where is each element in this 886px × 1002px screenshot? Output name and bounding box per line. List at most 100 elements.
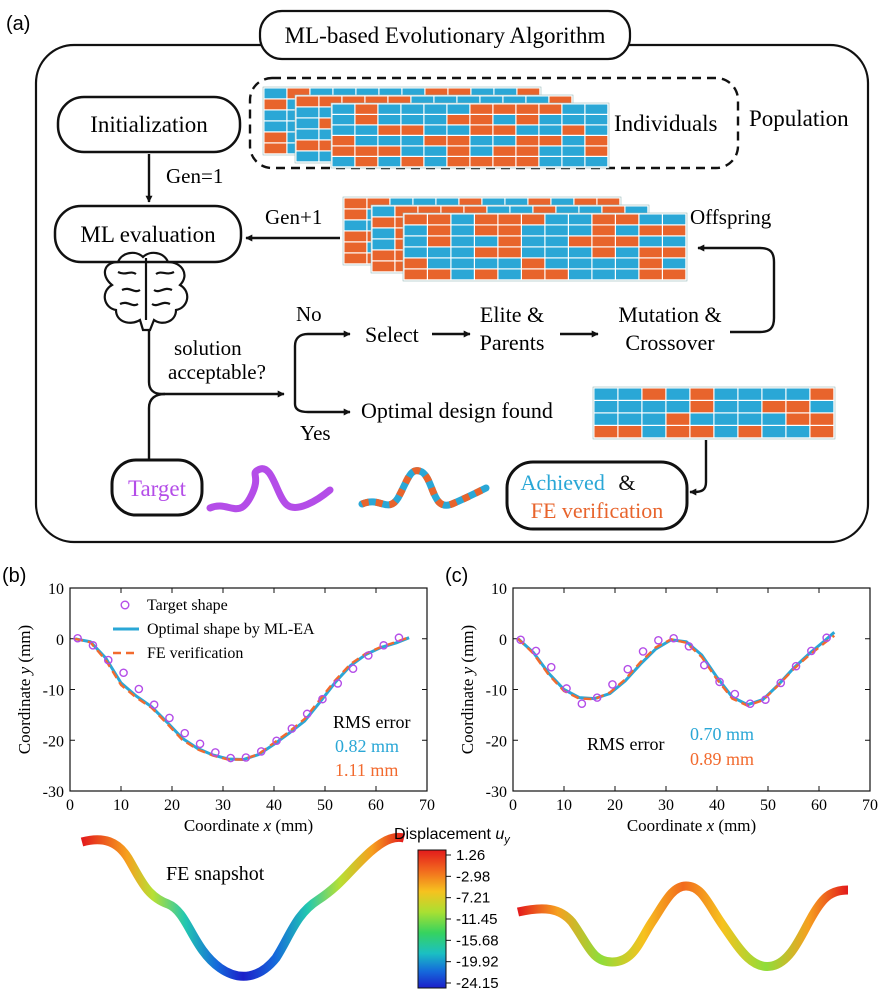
population-grid-1-tile	[402, 88, 425, 99]
offspring-grid-3-tile	[522, 247, 545, 258]
y-tick-label: 0	[499, 632, 507, 649]
individuals-label: Individuals	[614, 111, 718, 136]
colorbar-tick-label: -24.15	[456, 975, 499, 992]
offspring-grid-3-tile	[569, 247, 592, 258]
target-point	[807, 646, 816, 656]
population-grid-3-tile	[401, 104, 424, 114]
population-grid-3-tile	[424, 115, 447, 125]
population-grid-2-tile	[319, 118, 342, 129]
target-point	[791, 661, 801, 671]
y-tick-label: -10	[486, 683, 507, 700]
population-grid-3-tile	[470, 146, 493, 156]
optimal-design-grid-tile	[642, 401, 666, 413]
achieved-amp: &	[618, 470, 635, 495]
x-axis-label: Coordinate x (mm)	[184, 816, 313, 835]
offspring-grid-3-tile	[451, 258, 474, 269]
target-point	[364, 651, 373, 660]
population-grid-3-tile	[493, 157, 516, 167]
colorbar-tick-label: 1.26	[456, 847, 485, 864]
population-grid-1-tile	[264, 88, 287, 99]
target-label: Target	[128, 476, 187, 501]
solution-line2: acceptable?	[168, 360, 266, 384]
offspring-grid-2-tile	[487, 206, 510, 217]
offspring-grid-2-tile	[602, 206, 625, 217]
optimal-design-grid-tile	[666, 413, 690, 425]
optimal-design-grid-tile	[642, 426, 666, 438]
offspring-grid-3-tile	[522, 214, 545, 225]
target-point	[256, 747, 266, 756]
population-grid-2-tile	[503, 96, 526, 107]
optimal-design-grid-tile	[714, 401, 738, 413]
offspring-grid-3-tile	[663, 258, 686, 269]
x-tick-label: 30	[658, 797, 674, 814]
offspring-grid-2-tile	[556, 206, 579, 217]
target-point	[531, 646, 541, 656]
offspring-grid-3-tile	[475, 214, 498, 225]
population-grid-3-tile	[539, 157, 562, 167]
population-grid-3-tile	[332, 136, 355, 146]
population-grid-3-tile	[585, 115, 608, 125]
y-tick-label: -30	[486, 784, 507, 801]
offspring-grid-1-tile	[344, 209, 367, 220]
offspring-grid-1-tile	[505, 198, 528, 209]
population-grid-3-tile	[332, 125, 355, 135]
y-tick-label: 10	[48, 581, 64, 598]
optimal-design-grid-tile	[642, 413, 666, 425]
panel-label: (b)	[2, 565, 26, 587]
target-point	[592, 693, 602, 702]
offspring-label: Offspring	[690, 205, 772, 229]
colorbar-tick-label: -19.92	[456, 954, 499, 971]
offspring-grid-3-tile	[592, 269, 615, 280]
offspring-grid-3-tile	[475, 236, 498, 247]
optimal-design-grid-tile	[786, 401, 810, 413]
offspring-grid-3-tile	[475, 225, 498, 236]
population-grid-1-tile	[264, 132, 287, 143]
population-grid-3-tile	[355, 136, 378, 146]
population-grid-2-tile	[319, 140, 342, 151]
offspring-grid-3-tile	[428, 225, 451, 236]
y-axis-label: Coordinate y (mm)	[15, 625, 34, 754]
rms-label: RMS error	[587, 734, 665, 754]
colorbar-title: Displacement uy	[394, 826, 511, 846]
population-label: Population	[749, 106, 849, 131]
population-grid-1-tile	[287, 88, 310, 99]
population-grid-3-tile	[470, 125, 493, 135]
offspring-grid-3-tile	[498, 214, 521, 225]
population-grid-1-tile	[448, 88, 471, 99]
population-grid-3-tile	[355, 157, 378, 167]
optimal-design-grid-tile	[714, 426, 738, 438]
target-point	[745, 699, 755, 709]
x-tick-label: 50	[760, 797, 776, 814]
optimal-design-grid-tile	[594, 426, 618, 438]
population-grid-3-tile	[562, 157, 585, 167]
target-point	[394, 633, 404, 643]
x-axis-label-var: x	[263, 816, 272, 835]
population-grid-3-tile	[355, 104, 378, 114]
offspring-grid-1-tile	[367, 198, 390, 209]
target-point	[287, 724, 297, 733]
y-axis-label-var: y	[15, 666, 34, 676]
arrow-grid-to-achieved	[689, 440, 708, 496]
population-grid-3-tile	[447, 136, 470, 146]
optimal-design-grid-tile	[810, 388, 834, 400]
offspring-grid-3-tile	[569, 269, 592, 280]
offspring-grid-2-tile	[372, 239, 395, 250]
x-tick-label: 10	[113, 797, 129, 814]
offspring-grid-3-tile	[545, 258, 568, 269]
offspring-grid-3-tile	[616, 258, 639, 269]
population-grid-3-tile	[470, 136, 493, 146]
optimal-design-grid-tile	[690, 388, 714, 400]
ml-evaluation-label: ML evaluation	[80, 222, 216, 247]
population-grid-2-tile	[296, 118, 319, 129]
offspring-grid-3-tile	[569, 214, 592, 225]
population-grid-3-tile	[516, 157, 539, 167]
optimal-design-grid-tile	[810, 426, 834, 438]
target-node	[110, 458, 204, 517]
population-grid-2-tile	[319, 129, 342, 140]
population-grid-1-tile	[494, 88, 517, 99]
population-grid-3-tile	[378, 136, 401, 146]
population-grid-3-tile	[378, 146, 401, 156]
offspring-grid-1-tile	[344, 198, 367, 209]
optimal-design-grid-tile	[690, 413, 714, 425]
